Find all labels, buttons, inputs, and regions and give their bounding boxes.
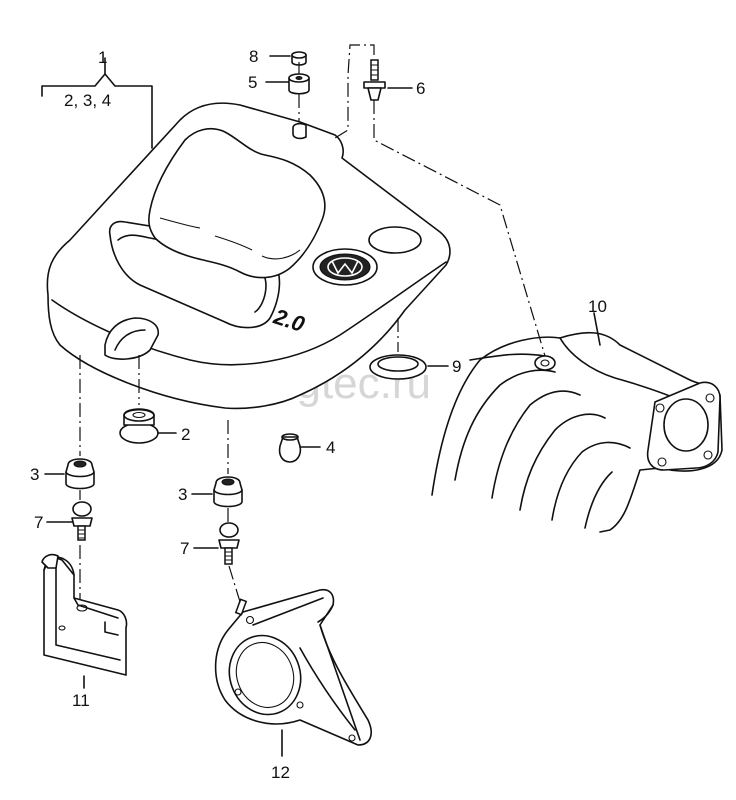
rubber-grommet <box>119 408 159 444</box>
ball-stud-right <box>218 522 240 565</box>
callout-12: 12 <box>271 763 290 782</box>
callout-8: 8 <box>249 47 258 66</box>
callout-3-left: 3 <box>30 465 39 484</box>
rubber-mount-right <box>213 476 243 508</box>
callout-7-right: 7 <box>180 539 189 558</box>
callout-6: 6 <box>416 79 425 98</box>
ball-stud-left <box>71 501 93 541</box>
assembly-lines <box>79 44 546 606</box>
nut <box>291 51 307 66</box>
rubber-buffer <box>278 433 302 463</box>
mounting-bracket-left <box>41 553 128 676</box>
callout-3-right: 3 <box>178 485 187 504</box>
upper-grommet <box>288 73 310 95</box>
callout-4: 4 <box>326 438 335 457</box>
callout-5: 5 <box>248 73 257 92</box>
callout-2: 2 <box>181 425 190 444</box>
stud-bolt <box>363 59 386 101</box>
rubber-mount-left <box>65 458 95 490</box>
callout-11: 11 <box>72 691 90 710</box>
callout-1-sub: 2, 3, 4 <box>64 91 111 110</box>
callout-7-left: 7 <box>34 513 43 532</box>
callout-9: 9 <box>452 357 461 376</box>
intake-manifold <box>431 331 723 533</box>
mounting-bracket-right <box>214 588 372 746</box>
group-brace <box>41 57 153 149</box>
leader-lines <box>44 55 601 757</box>
callout-1: 1 <box>98 48 107 67</box>
callout-10: 10 <box>588 297 607 316</box>
engine-cover: 2.0 <box>46 102 451 410</box>
sealing-ring <box>369 354 427 380</box>
